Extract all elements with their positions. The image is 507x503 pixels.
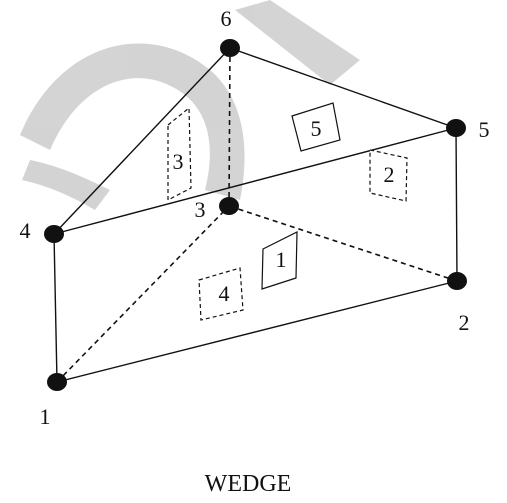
node-6-dot [220, 39, 240, 57]
edge-1-2 [56, 280, 458, 383]
node-2-dot [447, 272, 467, 290]
edge-2-3 [228, 205, 458, 282]
face-2-marker: 2 [369, 149, 408, 202]
face-4-box [198, 267, 244, 321]
face-2-box [369, 149, 408, 202]
edge-4-5 [53, 127, 457, 235]
faces-layer: 1 2 3 4 5 [167, 102, 408, 321]
node-labels-layer: 1 2 3 4 5 6 [20, 6, 490, 429]
face-5-box [291, 102, 341, 152]
node-4-label: 4 [20, 218, 31, 243]
node-1-dot [47, 373, 67, 391]
face-5-label: 5 [311, 116, 322, 141]
node-6-label: 6 [221, 6, 232, 31]
face-3-label: 3 [173, 149, 184, 174]
nodes-layer [44, 39, 467, 391]
node-1-label: 1 [40, 404, 51, 429]
node-4-dot [44, 225, 64, 243]
edge-2-5 [455, 127, 458, 282]
diagram-caption: WEDGE [205, 471, 292, 497]
face-2-label: 2 [384, 162, 395, 187]
edges-layer [53, 47, 458, 383]
node-2-label: 2 [459, 310, 470, 335]
face-4-label: 4 [219, 281, 230, 306]
edge-5-6 [229, 47, 457, 129]
face-3-box [167, 106, 192, 201]
edge-4-6 [53, 47, 231, 235]
node-3-label: 3 [195, 197, 206, 222]
face-3-marker: 3 [167, 106, 192, 201]
edge-1-4 [53, 233, 58, 383]
face-1-box [261, 231, 298, 290]
node-5-label: 5 [479, 117, 490, 142]
face-4-marker: 4 [198, 267, 244, 321]
node-3-dot [219, 197, 239, 215]
face-1-marker: 1 [261, 231, 298, 290]
face-1-label: 1 [276, 247, 287, 272]
face-5-marker: 5 [291, 102, 341, 152]
node-5-dot [446, 119, 466, 137]
